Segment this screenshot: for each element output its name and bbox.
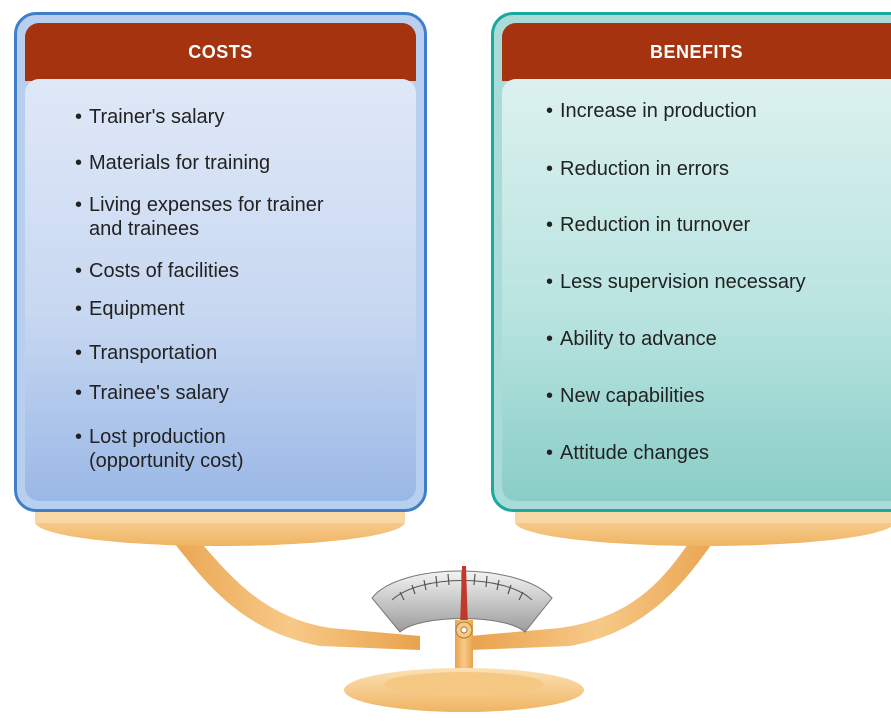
benefits-item: •Less supervision necessary — [546, 271, 806, 293]
benefits-panel: BENEFITS •Increase in production •Reduct… — [491, 12, 891, 512]
benefits-item: •Increase in production — [546, 100, 757, 122]
benefits-list-area: •Increase in production •Reduction in er… — [502, 79, 891, 501]
costs-panel: COSTS •Trainer's salary •Materials for t… — [14, 12, 427, 512]
costs-item: •Equipment — [75, 298, 185, 320]
costs-item: •Transportation — [75, 342, 218, 364]
benefits-item: •Reduction in turnover — [546, 214, 751, 236]
costs-title: COSTS — [25, 23, 416, 81]
costs-item: •Lost production(opportunity cost) — [75, 426, 244, 472]
benefits-item: •Attitude changes — [546, 442, 709, 464]
costs-item: •Materials for training — [75, 152, 271, 174]
benefits-title: BENEFITS — [502, 23, 891, 81]
costs-item: •Trainee's salary — [75, 382, 229, 404]
benefits-item: •Ability to advance — [546, 328, 717, 350]
scale-needle — [460, 566, 468, 628]
costs-item: •Costs of facilities — [75, 260, 240, 282]
benefits-item: •Reduction in errors — [546, 158, 729, 180]
benefits-item: •New capabilities — [546, 385, 705, 407]
costs-list-area: •Trainer's salary •Materials for trainin… — [25, 79, 416, 501]
costs-item: •Trainer's salary — [75, 106, 225, 128]
